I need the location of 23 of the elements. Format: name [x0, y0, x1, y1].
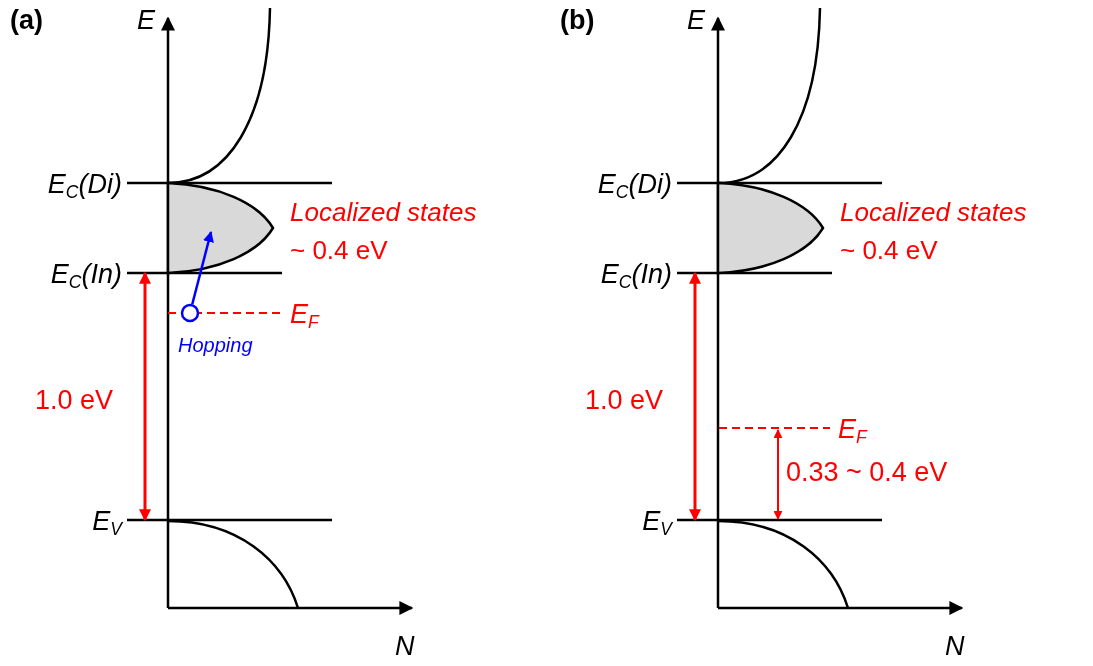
axis-label: N: [395, 632, 415, 660]
axis-label: E: [137, 6, 155, 34]
level-label: E$_{C}$(Di): [597, 170, 672, 202]
axis-label: N: [945, 632, 965, 660]
level-label: E$_{C}$(In): [50, 260, 122, 292]
hopping-arrow: [191, 230, 214, 305]
annotation-text: ~ 0.4 eV: [840, 237, 938, 263]
level-label: E$_{V}$: [92, 507, 122, 539]
annotation-text: ~ 0.4 eV: [290, 237, 388, 263]
process-label: Hopping: [178, 335, 253, 355]
dimension-text: 1.0 eV: [585, 386, 664, 414]
annotation-text: Localized states: [290, 199, 477, 225]
dimension-text: 0.33 ~ 0.4 eV: [786, 458, 948, 486]
annotation-text: Localized states: [840, 199, 1027, 225]
axis-label: E: [687, 6, 705, 34]
panel-label: (b): [560, 6, 595, 34]
level-label: E$_{F}$: [838, 415, 867, 447]
dimension-text: 1.0 eV: [35, 386, 114, 414]
panel-label: (a): [10, 6, 43, 34]
level-label: E$_{C}$(In): [600, 260, 672, 292]
level-label: E$_{C}$(Di): [47, 170, 122, 202]
level-label: E$_{V}$: [642, 507, 672, 539]
level-label: E$_{F}$: [290, 300, 319, 332]
